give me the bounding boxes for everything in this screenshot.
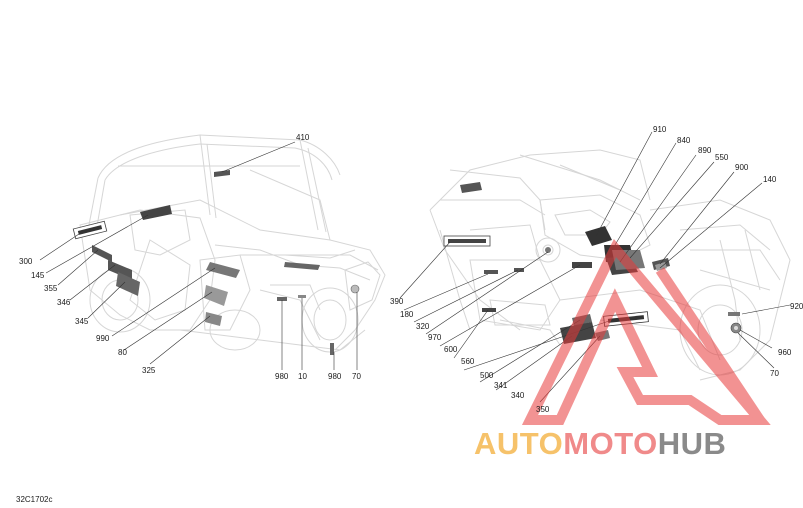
- right-leader-lines: [399, 131, 791, 403]
- part-label-320: 320: [416, 322, 430, 331]
- part-label-980-b: 980: [328, 372, 342, 381]
- decal-355: [92, 245, 112, 262]
- part-label-70-right: 70: [770, 369, 779, 378]
- decal-80: [204, 285, 228, 306]
- part-label-70-left: 70: [352, 372, 361, 381]
- left-decals: [72, 170, 360, 355]
- decal-cluster-top: [460, 182, 482, 193]
- part-label-890: 890: [698, 146, 712, 155]
- decal-345: [116, 272, 140, 296]
- watermark-part-hub: HUB: [657, 426, 727, 461]
- part-label-960: 960: [778, 348, 792, 357]
- part-label-410: 410: [296, 133, 310, 142]
- part-label-325: 325: [142, 366, 156, 375]
- part-label-900: 900: [735, 163, 749, 172]
- part-label-300: 300: [19, 257, 33, 266]
- decal-920: [728, 312, 740, 316]
- part-label-560: 560: [461, 357, 475, 366]
- watermark-triangle: [521, 238, 771, 425]
- part-label-180: 180: [400, 310, 414, 319]
- part-label-920: 920: [790, 302, 803, 311]
- left-leader-lines: [39, 141, 358, 370]
- part-label-350: 350: [536, 405, 550, 414]
- part-label-990: 990: [96, 334, 110, 343]
- diagram-code: 32C1702c: [16, 495, 53, 504]
- decal-180: [484, 270, 498, 274]
- decal-145: [140, 205, 172, 220]
- decal-hood: [284, 262, 320, 270]
- part-label-345: 345: [75, 317, 89, 326]
- decal-560: [482, 308, 496, 312]
- decal-980-a: [277, 297, 287, 301]
- part-label-346: 346: [57, 298, 71, 307]
- part-label-600: 600: [444, 345, 458, 354]
- part-label-970: 970: [428, 333, 442, 342]
- part-label-340: 340: [511, 391, 525, 400]
- part-label-840: 840: [677, 136, 691, 145]
- decal-10: [298, 295, 306, 298]
- part-label-390: 390: [390, 297, 404, 306]
- part-label-341: 341: [494, 381, 508, 390]
- decal-320: [514, 268, 524, 272]
- decal-346: [108, 260, 132, 280]
- automotohub-watermark: AUTOMOTOHUB: [474, 428, 726, 459]
- decal-325: [205, 312, 222, 326]
- part-label-10: 10: [298, 372, 307, 381]
- part-label-980-a: 980: [275, 372, 289, 381]
- part-label-80: 80: [118, 348, 127, 357]
- decal-70-left: [350, 284, 360, 294]
- part-label-500: 500: [480, 371, 494, 380]
- decal-410: [214, 170, 230, 177]
- part-label-355: 355: [44, 284, 58, 293]
- decal-600: [572, 262, 592, 268]
- part-label-550: 550: [715, 153, 729, 162]
- decal-980-b: [330, 343, 334, 355]
- decal-910: [585, 226, 612, 246]
- part-label-145: 145: [31, 271, 45, 280]
- part-label-140: 140: [763, 175, 777, 184]
- part-label-910: 910: [653, 125, 667, 134]
- decal-970: [545, 247, 551, 253]
- watermark-part-moto: MOTO: [563, 426, 658, 461]
- watermark-part-auto: AUTO: [474, 426, 564, 461]
- decal-990: [206, 262, 240, 278]
